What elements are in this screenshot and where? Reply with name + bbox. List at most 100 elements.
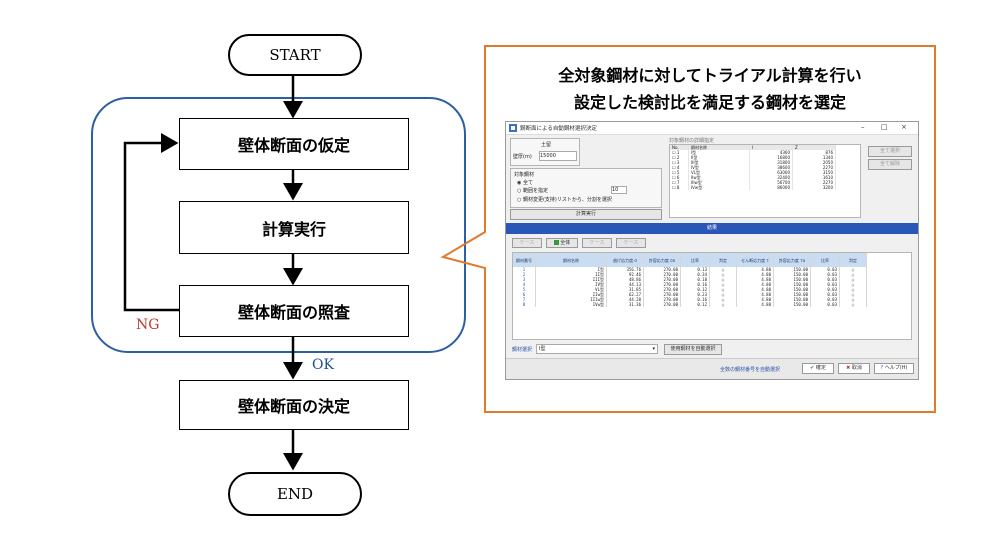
- table-cell: 0.23: [680, 292, 710, 297]
- steel-select[interactable]: I型 ▾: [536, 344, 658, 354]
- table-cell: 31.36: [606, 302, 644, 307]
- table-cell: 150.00: [773, 282, 811, 287]
- table-cell: 0.18: [680, 277, 710, 282]
- table-cell: 0.12: [680, 302, 710, 307]
- table-cell: 270.00: [643, 272, 681, 277]
- table-cell: 0.03: [810, 272, 840, 277]
- radio-list[interactable]: ○ 鋼材変更(支持)リストから、分割を選択: [517, 197, 612, 203]
- radio-range[interactable]: ○ 範囲を指定: [517, 188, 548, 194]
- list-cell: ☐ 2: [670, 155, 689, 160]
- steel-select-label: 鋼材選択: [512, 347, 533, 353]
- wall-thickness-input[interactable]: 15000: [539, 151, 577, 161]
- table-cell: 0.12: [680, 287, 710, 292]
- table-cell: ○: [839, 272, 867, 277]
- list-cell: 1340: [792, 155, 836, 160]
- table-cell: 92.46: [606, 272, 644, 277]
- tab-case-2[interactable]: ケース: [582, 238, 612, 248]
- list-cell-text: 3: [676, 160, 680, 165]
- close-icon[interactable]: ×: [901, 123, 907, 131]
- checkbox-icon[interactable]: ☐: [672, 155, 677, 160]
- table-cell: ○: [839, 302, 867, 307]
- checkbox-icon[interactable]: ☐: [672, 185, 677, 190]
- step-run-label: 計算実行: [261, 219, 326, 239]
- checkbox-icon[interactable]: ☐: [672, 170, 677, 175]
- confirm-button[interactable]: ✔ 確定: [802, 363, 834, 374]
- list-cell-text: 1: [676, 150, 680, 155]
- table-cell: ○: [709, 267, 737, 272]
- table-cell: 270.00: [643, 277, 681, 282]
- radio-list-label: 鋼材変更(支持)リストから、分割を選択: [522, 197, 612, 203]
- table-cell: 270.00: [643, 287, 681, 292]
- table-cell: 356.76: [606, 267, 644, 272]
- tab-case-3[interactable]: ケース: [616, 238, 646, 248]
- table-cell: IIw型: [535, 292, 607, 297]
- table-cell: 150.00: [773, 287, 811, 292]
- list-cell: ☐ 5: [670, 170, 689, 175]
- auto-select-label: 使用鋼材を自動選択: [670, 346, 716, 352]
- list-cell: 2270: [792, 180, 836, 185]
- select-all-button[interactable]: 全て選択: [868, 146, 912, 157]
- checkbox-icon[interactable]: ☐: [672, 165, 677, 170]
- table-cell: 0.16: [680, 297, 710, 302]
- result-col-ratio-2: 比率: [810, 253, 840, 267]
- maximize-icon[interactable]: □: [881, 123, 888, 131]
- table-cell: ○: [709, 282, 737, 287]
- result-col-tau-a: 許容応力度 τa: [773, 253, 811, 267]
- table-cell: 0.03: [810, 282, 840, 287]
- table-cell: 2: [513, 272, 536, 277]
- table-cell: 8: [513, 302, 536, 307]
- table-cell: 0.03: [810, 302, 840, 307]
- checkbox-icon[interactable]: ☐: [672, 150, 677, 155]
- table-cell: 0.03: [810, 267, 840, 272]
- table-cell: 0.03: [810, 297, 840, 302]
- result-col-sigma: 曲げ応力度 σ: [606, 253, 644, 267]
- footer-bar: 全数の鋼材番号を自動選択 ✔ 確定 ✖ 取消 ? ヘルプ(H): [506, 358, 918, 379]
- table-cell: 150.00: [773, 292, 811, 297]
- table-cell: 270.00: [643, 292, 681, 297]
- calc-run-label: 計算実行: [575, 211, 596, 217]
- cancel-button[interactable]: ✖ 取消: [838, 363, 870, 374]
- result-col-name: 鋼材名称: [535, 253, 607, 267]
- table-cell: 62.27: [606, 292, 644, 297]
- table-cell: 270.00: [643, 297, 681, 302]
- deselect-all-button[interactable]: 全て解除: [868, 159, 912, 170]
- auto-select-all-link[interactable]: 全数の鋼材番号を自動選択: [720, 367, 781, 373]
- range-input[interactable]: 10: [611, 186, 627, 194]
- checkbox-icon[interactable]: ☐: [672, 175, 677, 180]
- wall-thickness-label: 壁厚(m): [513, 154, 532, 160]
- auto-select-button[interactable]: 使用鋼材を自動選択: [664, 344, 722, 355]
- radio-all[interactable]: ◉ 全て: [517, 180, 533, 186]
- table-cell: IVw型: [535, 302, 607, 307]
- table-cell: II型: [535, 272, 607, 277]
- checkbox-icon[interactable]: ☐: [672, 160, 677, 165]
- calc-run-button[interactable]: 計算実行: [510, 209, 662, 220]
- list-cell: 16800: [749, 155, 793, 160]
- list-cell: 2050: [792, 160, 836, 165]
- list-cell: 56700: [749, 180, 793, 185]
- table-cell: ○: [709, 277, 737, 282]
- table-cell: 270.00: [643, 302, 681, 307]
- table-cell: 150.00: [773, 277, 811, 282]
- list-cell: 63000: [749, 170, 793, 175]
- callout-title-line1: 全対象鋼材に対してトライアル計算を行い: [558, 66, 862, 85]
- help-button[interactable]: ? ヘルプ(H): [874, 363, 914, 374]
- minimize-icon[interactable]: –: [861, 123, 865, 131]
- result-col-judge-2: 判定: [839, 253, 867, 267]
- tab-case-1[interactable]: ケース: [512, 238, 542, 248]
- table-cell: 1: [513, 267, 536, 272]
- result-col-tau: せん断応力度 τ: [736, 253, 774, 267]
- tab-all[interactable]: 全体: [546, 238, 578, 248]
- tab-all-label: 全体: [560, 240, 571, 246]
- step-run-calculation: 計算実行: [179, 201, 409, 254]
- checkbox-icon[interactable]: ☐: [672, 180, 677, 185]
